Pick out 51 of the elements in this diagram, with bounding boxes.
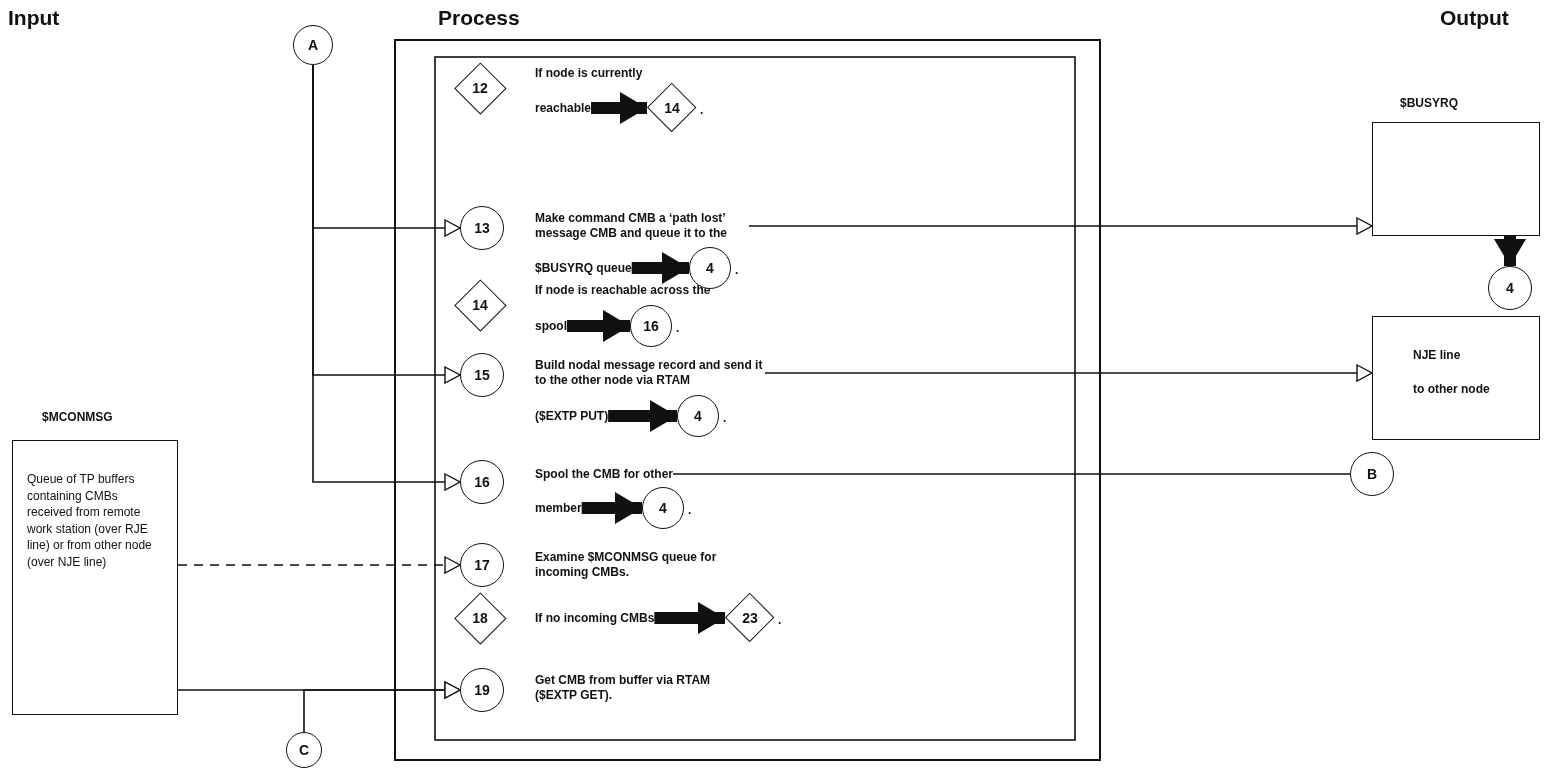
step-description: Get CMB from buffer via RTAM ($EXTP GET).	[535, 673, 712, 703]
step-text: Spool the CMB for other	[535, 466, 673, 482]
step-text: Build nodal message record and send it to the other node via RTAM	[535, 358, 765, 388]
step-description: .	[735, 262, 739, 278]
dashed-arrow	[177, 556, 461, 574]
step-text: spool	[535, 318, 567, 334]
step-text: If no incoming CMBs	[535, 610, 655, 626]
column-heading: Input	[8, 6, 60, 30]
step-text: member	[535, 500, 582, 516]
block-arrow	[608, 400, 677, 432]
step-text: Make command CMB a ‘path lost’ message CMB and queue it to the	[535, 211, 749, 241]
step-circle: 17	[460, 543, 504, 587]
queue-name: $BUSYRQ	[1400, 96, 1458, 111]
arrow	[748, 217, 1373, 235]
arrow	[764, 364, 1373, 382]
column-heading: Output	[1440, 6, 1509, 30]
step-circle: 4	[642, 487, 684, 529]
box-text: to other node	[1413, 381, 1490, 397]
step-description: If node is currently	[535, 66, 643, 81]
step-text: $BUSYRQ queue	[535, 260, 632, 276]
step-circle: 13	[460, 206, 504, 250]
off-page-connector: A	[293, 25, 333, 65]
queue-name: $MCONMSG	[42, 410, 113, 425]
off-page-connector: B	[1350, 452, 1394, 496]
block-arrow	[581, 492, 642, 524]
step-description: .	[688, 502, 692, 518]
step-text: ($EXTP PUT)	[535, 408, 609, 424]
column-heading: Process	[438, 6, 520, 30]
block-arrow	[567, 310, 630, 342]
connector-line	[672, 473, 1351, 475]
step-circle: 15	[460, 353, 504, 397]
step-description: .	[676, 320, 680, 336]
block-arrow	[631, 252, 689, 284]
block-arrow	[1494, 236, 1526, 266]
step-circle: 16	[630, 305, 672, 347]
step-circle: 4	[1488, 266, 1532, 310]
off-page-connector: C	[286, 732, 322, 768]
step-circle: 16	[460, 460, 504, 504]
step-circle: 19	[460, 668, 504, 712]
step-description: Examine $MCONMSG queue for incoming CMBs.	[535, 550, 718, 580]
arrow	[303, 681, 461, 733]
block-arrow	[654, 602, 725, 634]
box-text: NJE line	[1413, 347, 1461, 363]
step-description: .	[700, 102, 704, 118]
block-arrow	[591, 92, 647, 124]
arrow	[312, 64, 461, 491]
step-description: .	[778, 612, 782, 628]
step-text: reachable	[535, 100, 592, 116]
step-description: .	[723, 410, 727, 426]
step-circle: 4	[677, 395, 719, 437]
box-text: Queue of TP buffers containing CMBs received from remote work station (over RJE line) or from other node (over NJE line)	[27, 471, 153, 570]
